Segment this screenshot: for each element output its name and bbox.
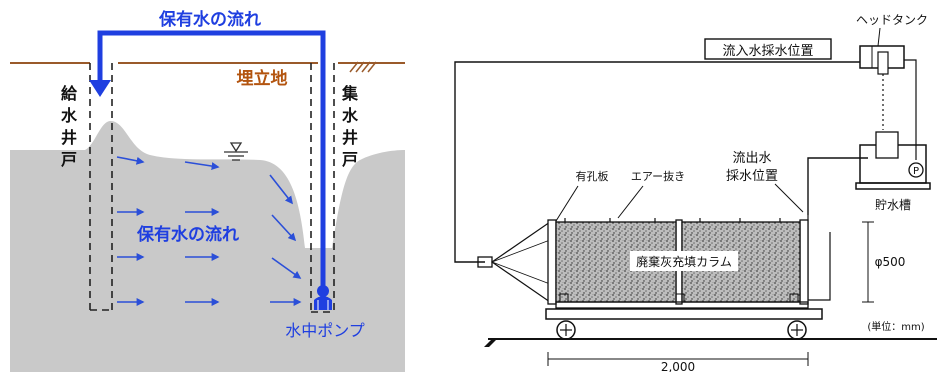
column-label: 廃棄灰充填カラム: [636, 254, 732, 269]
outflow-sampling-label-line1: 流出水: [732, 151, 771, 166]
inlet-cone: [490, 220, 551, 304]
landfill-diagram: 保有水の流れ 埋立地 保有水の流れ 水中ポンプ 給 水 井 戸 集 水 井 戸: [10, 9, 405, 372]
cart-wheel-right: [787, 320, 807, 340]
landfill-label: 埋立地: [237, 68, 288, 89]
collection-well: [310, 63, 335, 313]
collection-well-char: 水: [342, 106, 359, 125]
outflow-sampling-label-line2: 採水位置: [726, 169, 778, 184]
unit-label: (単位：mm): [867, 320, 924, 333]
cart-wheel-left: [556, 320, 576, 340]
top-flow-label: 保有水の流れ: [158, 9, 261, 30]
pump-symbol: [908, 162, 924, 178]
inflow-pipe: [454, 61, 860, 263]
circulation-arrow-head: [89, 80, 111, 97]
diameter-label: φ500: [875, 255, 906, 269]
storage-tank-label: 貯水槽: [875, 198, 911, 212]
inner-flow-label: 保有水の流れ: [136, 224, 239, 245]
supply-well-char: 井: [61, 128, 77, 147]
perforated-plate-label: 有孔板: [576, 169, 609, 183]
water-level-symbol: [224, 142, 248, 161]
flow-arrows: [116, 156, 302, 306]
ground-hatch: [349, 61, 377, 73]
collection-well-char: 戸: [342, 150, 358, 169]
inflow-sampling-box: [704, 38, 832, 60]
collection-well-char: 集: [341, 84, 359, 103]
air-vent-label: エアー抜き: [631, 169, 685, 183]
column-experiment-diagram: 流入水採水位置 ヘッドタンク P 貯水槽 流出水 採水位置: [454, 13, 937, 372]
pump-label: 水中ポンプ: [285, 321, 365, 340]
inflow-sampling-label: 流入水採水位置: [722, 44, 813, 59]
supply-well-char: 給: [61, 84, 78, 103]
supply-well-label: 給 水 井 戸: [61, 84, 78, 169]
length-label: 2,000: [661, 360, 695, 372]
supply-well: [89, 63, 113, 311]
collection-well-char: 井: [342, 128, 358, 147]
supply-well-char: 戸: [61, 150, 77, 169]
supply-well-char: 水: [61, 106, 78, 125]
outflow-pipe: [807, 157, 868, 215]
pump-symbol-letter: P: [913, 166, 919, 177]
cart-base: [545, 308, 823, 320]
circulation-pipe: [97, 30, 326, 292]
collection-well-label: 集 水 井 戸: [341, 84, 359, 169]
head-tank-label: ヘッドタンク: [856, 13, 928, 27]
pump-icon: [314, 285, 332, 310]
